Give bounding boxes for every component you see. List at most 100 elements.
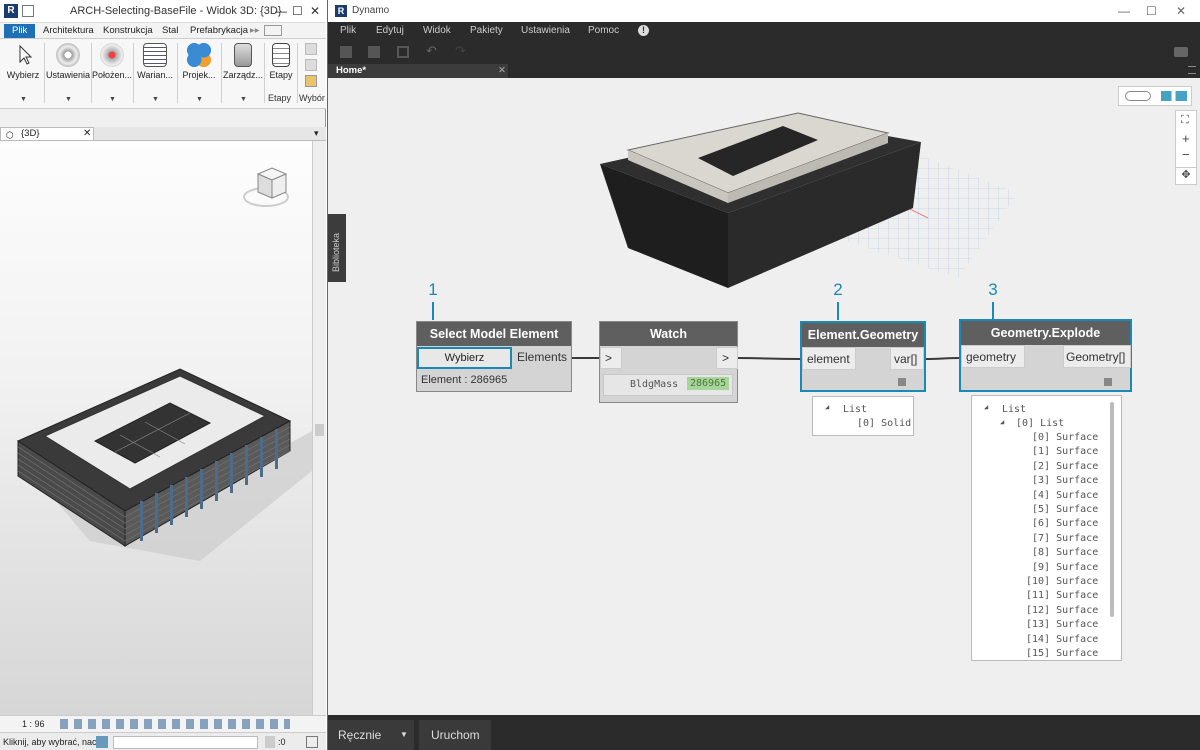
watch-key: BldgMass	[630, 379, 679, 390]
maximize-icon[interactable]: ☐	[1146, 4, 1157, 18]
zoom-fit-icon[interactable]: ⛶	[1181, 114, 1189, 126]
collapse-icon[interactable]: ◢	[984, 403, 989, 411]
menu-pomoc[interactable]: Pomoc	[588, 25, 620, 36]
chevron-down-icon: ▼	[400, 730, 408, 739]
view-tab-3d[interactable]: ⬡ {3D} ✕	[0, 127, 94, 141]
input-port-element[interactable]: element	[802, 347, 856, 370]
output-port[interactable]: >	[716, 347, 738, 369]
view-control-icons[interactable]	[60, 719, 290, 729]
tab-menu-icon[interactable]	[1188, 66, 1196, 74]
menu-edytuj[interactable]: Edytuj	[376, 25, 404, 36]
workset-select[interactable]	[113, 736, 258, 749]
tab-plik[interactable]: Plik	[4, 24, 36, 38]
select-model-element-node[interactable]: Select Model Element Wybierz Elements El…	[416, 321, 572, 392]
tab-architektura[interactable]: Architektura	[43, 25, 94, 36]
redo-icon[interactable]: ↷	[455, 43, 466, 58]
explode-preview-bubble[interactable]: ◢ List ◢ [0] List [0] Surface[1] Surface…	[971, 395, 1122, 661]
maximize-icon[interactable]: ☐	[292, 4, 303, 18]
menu-widok[interactable]: Widok	[423, 25, 451, 36]
run-mode-select[interactable]: Ręcznie ▼	[328, 720, 414, 750]
pan-icon[interactable]: ✥	[1175, 167, 1197, 185]
minimize-icon[interactable]: —	[275, 4, 287, 18]
view-menu-icon[interactable]: ▾	[314, 128, 319, 138]
select-pinned-icon[interactable]	[305, 75, 317, 87]
quick-access-icon[interactable]	[22, 5, 34, 17]
scale-label[interactable]: 1 : 96	[22, 719, 45, 729]
undo-icon[interactable]: ↶	[426, 43, 437, 58]
ustawienia-button[interactable]: Ustawienia ▼	[46, 41, 90, 105]
watch-node[interactable]: Watch > > BldgMass 286965	[599, 321, 738, 403]
tab-stal[interactable]: Stal	[162, 25, 179, 36]
list-item: [0] Surface	[1032, 432, 1099, 443]
camera-icon[interactable]	[1174, 47, 1188, 57]
location-globe-icon	[100, 43, 124, 67]
close-view-icon[interactable]: ✕	[83, 128, 92, 139]
node-title: Element.Geometry	[802, 323, 924, 347]
polozenie-button[interactable]: Położen... ▼	[92, 41, 132, 105]
viewcube-icon[interactable]	[243, 167, 289, 207]
tab-konstrukcja[interactable]: Konstrukcja	[103, 25, 153, 36]
divider	[177, 43, 178, 103]
revit-logo-icon: R	[4, 4, 18, 18]
menu-plik[interactable]: Plik	[340, 25, 357, 36]
tab-dropdown-icon[interactable]	[264, 25, 282, 36]
filter-icon[interactable]	[265, 736, 275, 748]
element-geometry-node[interactable]: Element.Geometry element var[]	[800, 321, 926, 392]
close-icon[interactable]: ✕	[310, 4, 321, 18]
preview-toggle-icon[interactable]	[1104, 378, 1112, 386]
graph-view-toggle-icon[interactable]	[1161, 91, 1187, 101]
vertical-scrollbar[interactable]	[312, 141, 326, 715]
input-port[interactable]: >	[600, 347, 622, 369]
tab-prefabrykacja[interactable]: Prefabrykacja	[190, 25, 249, 36]
zoom-in-icon[interactable]: +	[1182, 131, 1190, 146]
list-item: [3] Surface	[1032, 475, 1099, 487]
more-tabs-icon[interactable]: ▸▸	[250, 25, 260, 36]
new-file-icon[interactable]	[340, 46, 352, 58]
list-item: [7] Surface	[1032, 532, 1099, 544]
output-port-geometry-list[interactable]: Geometry[]	[1063, 345, 1131, 368]
dynamo-canvas[interactable]: Biblioteka	[328, 78, 1200, 715]
tab-home[interactable]: Home* ✕	[328, 64, 508, 78]
menu-ustawienia[interactable]: Ustawienia	[521, 25, 570, 36]
output-port-elements[interactable]: Elements	[517, 350, 568, 364]
geometry-explode-node[interactable]: Geometry.Explode geometry Geometry[]	[959, 319, 1132, 392]
save-icon[interactable]	[397, 46, 409, 58]
filter-selection-icon[interactable]	[306, 736, 318, 748]
worksharing-icon[interactable]	[96, 736, 108, 748]
zoom-out-icon[interactable]: −	[1182, 147, 1190, 162]
collapse-icon[interactable]: ◢	[1000, 418, 1005, 426]
3d-view-toggle-icon[interactable]	[1125, 91, 1151, 101]
select-underlay-icon[interactable]	[305, 59, 317, 71]
close-icon[interactable]: ✕	[1176, 4, 1187, 18]
list-item: [8] Surface	[1032, 547, 1099, 559]
library-toggle[interactable]: Biblioteka	[328, 214, 346, 282]
building-model[interactable]	[16, 368, 292, 547]
preview-toggle-icon[interactable]	[898, 378, 906, 386]
geometry-preview-bubble[interactable]: ◢ List [0] Solid	[812, 396, 914, 436]
preview-scrollbar[interactable]	[1110, 402, 1114, 617]
panel-label-etapy: Etapy	[268, 93, 292, 103]
revit-titlebar: R ARCH-Selecting-BaseFile - Widok 3D: {3…	[0, 0, 326, 23]
select-links-icon[interactable]	[305, 43, 317, 55]
collapse-icon[interactable]: ◢	[825, 403, 830, 411]
notification-icon[interactable]: !	[638, 25, 649, 36]
zarzadzaj-button[interactable]: Zarządz... ▼	[223, 41, 263, 105]
list-item: [12] Surface	[1026, 604, 1099, 616]
output-port-var[interactable]: var[]	[890, 347, 924, 370]
open-file-icon[interactable]	[368, 46, 380, 58]
minimize-icon[interactable]: —	[1118, 4, 1130, 18]
projekt-button[interactable]: Projek... ▼	[179, 41, 219, 105]
wybierz-button[interactable]: Wybierz	[417, 347, 512, 369]
run-button[interactable]: Uruchom	[419, 720, 491, 750]
connector-wires	[572, 357, 961, 360]
revit-3d-view[interactable]	[0, 141, 312, 715]
menu-pakiety[interactable]: Pakiety	[470, 25, 503, 36]
input-port-geometry[interactable]: geometry	[961, 345, 1025, 368]
etapy-button[interactable]: Etapy	[266, 41, 296, 105]
warianty-button[interactable]: Warian... ▼	[135, 41, 175, 105]
scrollbar-thumb[interactable]	[315, 424, 324, 436]
close-tab-icon[interactable]: ✕	[498, 65, 506, 76]
background-3d-preview[interactable]	[600, 112, 921, 288]
wybierz-button[interactable]: Wybierz ▼	[4, 41, 42, 105]
revit-window: R ARCH-Selecting-BaseFile - Widok 3D: {3…	[0, 0, 326, 750]
